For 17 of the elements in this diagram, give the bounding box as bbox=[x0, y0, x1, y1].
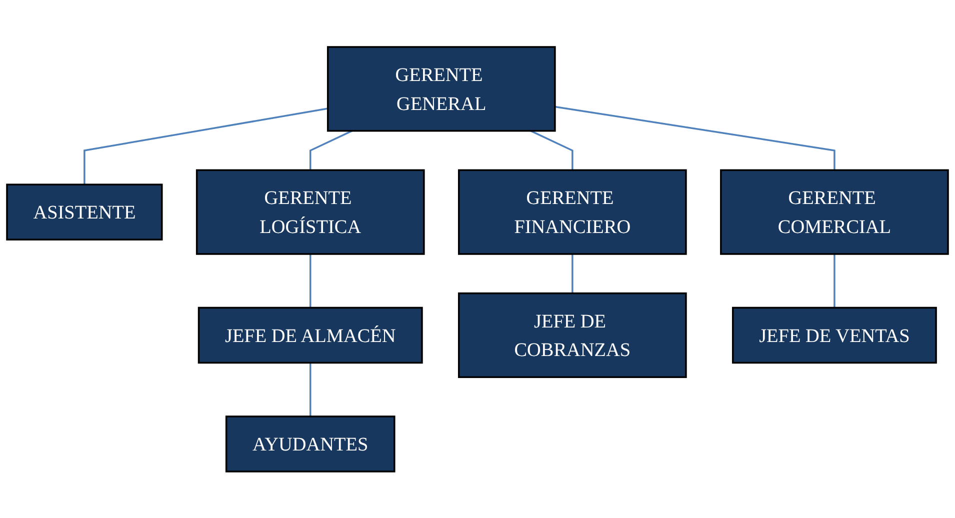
node-box: GERENTE FINANCIERO bbox=[458, 169, 687, 255]
node-box: GERENTE GENERAL bbox=[326, 46, 556, 132]
connector bbox=[834, 254, 836, 308]
node-box: ASISTENTE bbox=[6, 183, 163, 240]
node-box: JEFE DE COBRANZAS bbox=[458, 292, 687, 378]
node-box: JEFE DE ALMACÉN bbox=[198, 306, 423, 364]
node-box: AYUDANTES bbox=[225, 415, 396, 472]
node-box: GERENTE COMERCIAL bbox=[720, 169, 949, 255]
node-box: GERENTE LOGÍSTICA bbox=[196, 169, 425, 255]
connector bbox=[530, 130, 574, 170]
node-box: JEFE DE VENTAS bbox=[732, 306, 937, 364]
connector bbox=[310, 362, 312, 416]
connector bbox=[310, 254, 312, 308]
connector bbox=[554, 106, 836, 170]
connector bbox=[572, 254, 574, 294]
connector bbox=[84, 107, 328, 184]
connector bbox=[310, 130, 353, 170]
